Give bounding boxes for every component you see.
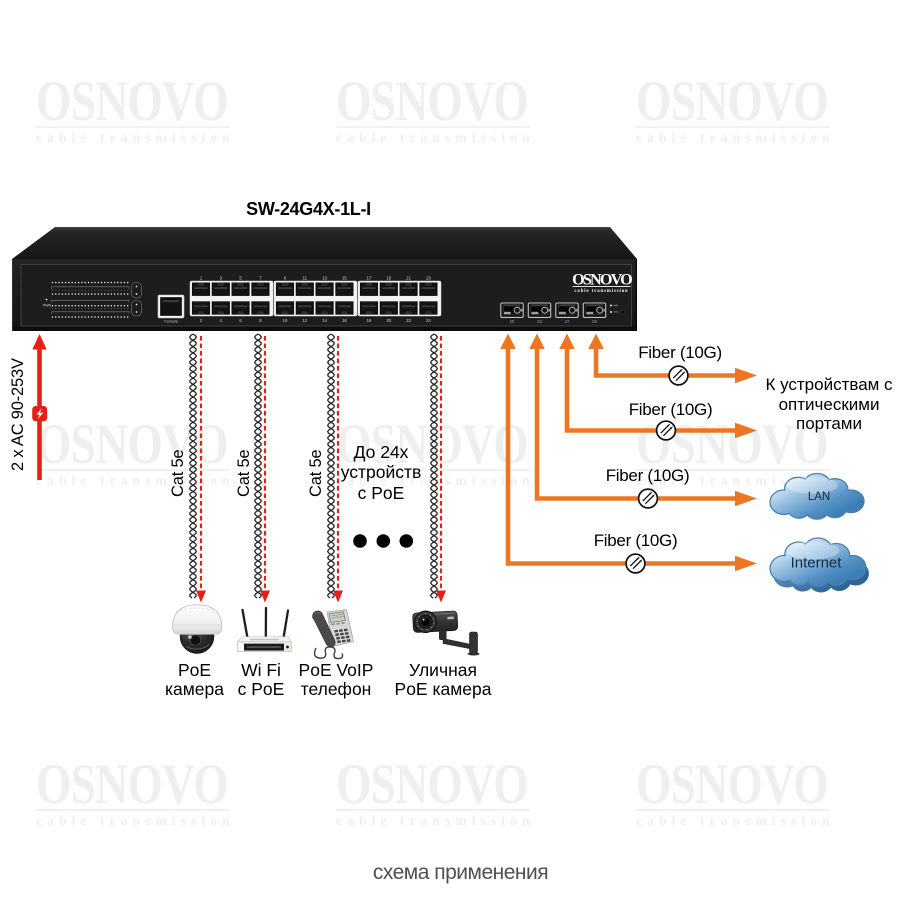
svg-text:13: 13 xyxy=(322,275,327,280)
svg-text:20: 20 xyxy=(386,318,391,323)
svg-text:24: 24 xyxy=(426,318,431,323)
svg-text:12: 12 xyxy=(302,318,307,323)
console-port: Console xyxy=(157,294,185,324)
outdoor-camera-image xyxy=(412,610,480,656)
sfp-ports: 25 26 27 28 xyxy=(500,302,607,324)
fiber-run-4 xyxy=(500,333,757,574)
svg-text:9: 9 xyxy=(284,275,287,280)
svg-text:10: 10 xyxy=(283,318,288,323)
svg-text:5: 5 xyxy=(239,275,242,280)
fiber-splice-icon xyxy=(668,365,689,386)
fiber-label-2: Fiber (10G) xyxy=(628,399,713,419)
fiber-run-2 xyxy=(559,333,757,441)
svg-text:7: 7 xyxy=(259,275,262,280)
svg-text:19: 19 xyxy=(386,275,391,280)
side-indicators xyxy=(610,304,626,315)
svg-text:25: 25 xyxy=(510,319,515,324)
cat5e-cable-4 xyxy=(429,333,446,603)
watermark-line xyxy=(36,808,230,811)
cat5e-label-2: Cat 5e xyxy=(235,449,253,497)
watermark-line xyxy=(336,125,530,128)
voip-phone-image xyxy=(312,609,354,660)
svg-text:3: 3 xyxy=(220,275,223,280)
watermark-line xyxy=(36,468,230,471)
lan-cloud-label: LAN xyxy=(807,490,831,503)
watermark-line xyxy=(336,808,530,811)
cat5e-label-3: Cat 5e xyxy=(307,449,325,497)
svg-text:26: 26 xyxy=(537,319,542,324)
fiber-splice-icon xyxy=(655,420,677,441)
svg-text:27: 27 xyxy=(565,319,570,324)
poe-camera-image xyxy=(172,604,223,654)
svg-text:17: 17 xyxy=(367,275,372,280)
internet-cloud-label: Internet xyxy=(790,554,842,572)
console-label: Console xyxy=(164,320,178,324)
cat5e-cable-2 xyxy=(253,333,270,603)
svg-text:21: 21 xyxy=(406,275,411,280)
switch-top-face xyxy=(12,227,637,259)
poe-note: До 24х устройств с PoE xyxy=(340,441,422,503)
svg-text:22: 22 xyxy=(406,318,411,323)
watermark-line xyxy=(636,808,830,811)
cat5e-cables xyxy=(188,333,446,603)
lan-cloud xyxy=(769,472,865,520)
watermark-line xyxy=(636,125,830,128)
svg-text:18: 18 xyxy=(367,318,372,323)
svg-text:14: 14 xyxy=(322,318,327,323)
wifi-router-image xyxy=(237,606,293,652)
cat5e-cable-1 xyxy=(188,333,206,603)
cat5e-cable-3 xyxy=(326,333,343,603)
fiber-label-3: Fiber (10G) xyxy=(605,465,690,485)
internet-cloud xyxy=(769,537,869,593)
caption: схема применения xyxy=(372,861,549,884)
clouds xyxy=(769,472,869,593)
ellipsis-dots xyxy=(353,534,414,548)
svg-text:11: 11 xyxy=(303,275,308,280)
watermark-line xyxy=(336,468,530,471)
page-title: SW-24G4X-1L-I xyxy=(246,199,371,219)
cat5e-label-1: Cat 5e xyxy=(169,449,187,497)
switch-image: PWR Console 1234567891011121314151617181… xyxy=(12,227,638,331)
svg-text:28: 28 xyxy=(592,319,597,324)
fiber-run-1 xyxy=(588,333,757,386)
switch-pwr-label: PWR xyxy=(43,304,51,308)
led-panel xyxy=(45,281,142,318)
fiber-label-1: Fiber (10G) xyxy=(638,342,722,362)
svg-text:15: 15 xyxy=(342,275,347,280)
svg-text:8: 8 xyxy=(259,318,262,323)
watermark-line xyxy=(636,468,830,471)
switch-logo-text: OSNOVO xyxy=(572,271,632,289)
svg-text:2: 2 xyxy=(200,318,203,323)
fiber-arrows xyxy=(500,333,757,574)
power-label: 2 x AC 90-253V xyxy=(9,358,27,471)
fiber-splice-icon xyxy=(625,553,646,574)
fiber-run-3 xyxy=(529,333,757,509)
watermark-line xyxy=(36,125,230,128)
svg-text:6: 6 xyxy=(239,318,242,323)
svg-text:1: 1 xyxy=(200,275,203,280)
fiber-splice-icon xyxy=(637,488,659,509)
fiber-label-4: Fiber (10G) xyxy=(593,530,678,550)
power-arrow xyxy=(32,334,48,480)
svg-text:4: 4 xyxy=(220,318,223,323)
switch-logo: OSNOVO cable transmission xyxy=(572,271,634,295)
switch-logo-tagline: cable transmission xyxy=(574,289,628,294)
svg-text:16: 16 xyxy=(342,318,347,323)
optical-ports-note: К устройствам с оптическими портами xyxy=(765,375,893,434)
svg-text:23: 23 xyxy=(426,275,431,280)
